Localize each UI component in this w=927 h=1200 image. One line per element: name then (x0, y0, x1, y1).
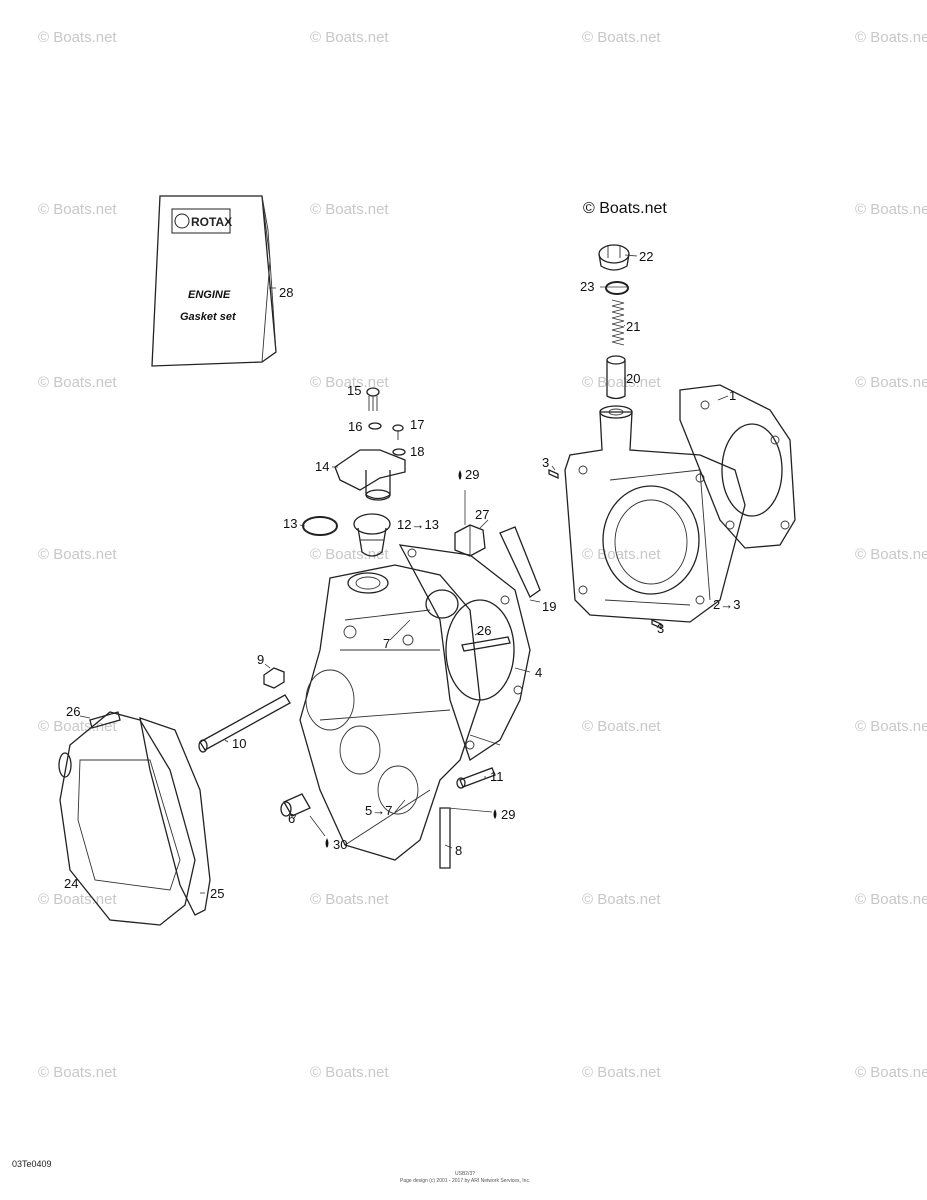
sealant-drop-icon (458, 470, 462, 480)
callout-18: 18 (410, 444, 424, 459)
callout-30: 30 (333, 837, 347, 852)
watermark: © Boats.net (582, 1064, 661, 1081)
callouts: 1 2→3 3 3 4 5→7 6 7 8 9 10 11 12→13 13 1… (64, 249, 740, 901)
watermark: © Boats.net (855, 718, 927, 735)
callout-25: 25 (210, 886, 224, 901)
callout-27: 27 (475, 507, 489, 522)
booklet-brand: ROTAX (191, 215, 232, 229)
callout-29: 29 (465, 467, 479, 482)
watermark: © Boats.net (855, 29, 927, 46)
watermark-layer: © Boats.net © Boats.net © Boats.net © Bo… (38, 29, 927, 1081)
callout-6: 6 (288, 811, 295, 826)
watermark: © Boats.net (855, 1064, 927, 1081)
callout-23: 23 (580, 279, 594, 294)
callout-26: 26 (66, 704, 80, 719)
watermark: © Boats.net (855, 546, 927, 563)
watermark: © Boats.net (38, 718, 117, 735)
callout-16: 16 (348, 419, 362, 434)
watermark: © Boats.net (582, 29, 661, 46)
watermark: © Boats.net (855, 201, 927, 218)
callout-5: 5→7 (365, 803, 392, 818)
callout-10: 10 (232, 736, 246, 751)
callout-22: 22 (639, 249, 653, 264)
watermark: © Boats.net (38, 1064, 117, 1081)
callout-13: 13 (283, 516, 297, 531)
callout-11: 11 (490, 769, 504, 784)
watermark: © Boats.net (582, 374, 661, 391)
spring (611, 299, 625, 346)
callout-12: 12→13 (397, 517, 439, 532)
watermark: © Boats.net (310, 374, 389, 391)
diagram-code: 03Te0409 (12, 1159, 52, 1169)
gasket-set-booklet: ROTAX ENGINE Gasket set (151, 195, 277, 367)
callout-19: 19 (542, 599, 556, 614)
watermark: © Boats.net (310, 201, 389, 218)
watermark: © Boats.net (310, 891, 389, 908)
callout-3: 3 (542, 455, 549, 470)
footer-copyright: Page design (c) 2001 - 2017 by ARI Netwo… (400, 1178, 530, 1184)
callout-17: 17 (410, 417, 424, 432)
callout-9: 9 (257, 652, 264, 667)
callout-4: 4 (535, 665, 542, 680)
watermark: © Boats.net (38, 546, 117, 563)
callout-29: 29 (501, 807, 515, 822)
callout-3: 3 (657, 621, 664, 636)
callout-15: 15 (347, 383, 361, 398)
brand-logo-icon (174, 213, 190, 229)
callout-14: 14 (315, 459, 329, 474)
sealant-drop-icon (493, 809, 497, 819)
callout-21: 21 (626, 319, 640, 334)
watermark: © Boats.net (38, 29, 117, 46)
sealant-drops (325, 470, 497, 848)
watermark: © Boats.net (38, 891, 117, 908)
booklet-subtitle: Gasket set (180, 311, 237, 323)
footer-id: USB2/3? (455, 1171, 475, 1177)
callout-24: 24 (64, 876, 78, 891)
watermark: © Boats.net (310, 29, 389, 46)
callout-26: 26 (477, 623, 491, 638)
watermark: © Boats.net (582, 546, 661, 563)
watermark: © Boats.net (310, 546, 389, 563)
callout-2: 2→3 (713, 597, 740, 612)
valve-cover (58, 711, 211, 926)
thermostat-assembly (302, 387, 406, 557)
cylinder-head (198, 524, 541, 869)
callout-8: 8 (455, 843, 462, 858)
booklet-title: ENGINE (188, 289, 231, 301)
watermark: © Boats.net (38, 374, 117, 391)
watermark: © Boats.net (855, 374, 927, 391)
watermark: © Boats.net (38, 201, 117, 218)
brand-logo-box (171, 208, 231, 234)
leader-lines (79, 254, 729, 894)
watermark: © Boats.net (855, 891, 927, 908)
callout-7: 7 (383, 636, 390, 651)
copyright-mark: © Boats.net (583, 200, 667, 217)
cylinder-assembly (548, 244, 796, 630)
sealant-drop-icon (325, 838, 329, 848)
callout-28: 28 (279, 285, 293, 300)
watermark: © Boats.net (582, 891, 661, 908)
callout-20: 20 (626, 371, 640, 386)
watermark: © Boats.net (310, 1064, 389, 1081)
watermark: © Boats.net (582, 718, 661, 735)
callout-1: 1 (729, 388, 736, 403)
